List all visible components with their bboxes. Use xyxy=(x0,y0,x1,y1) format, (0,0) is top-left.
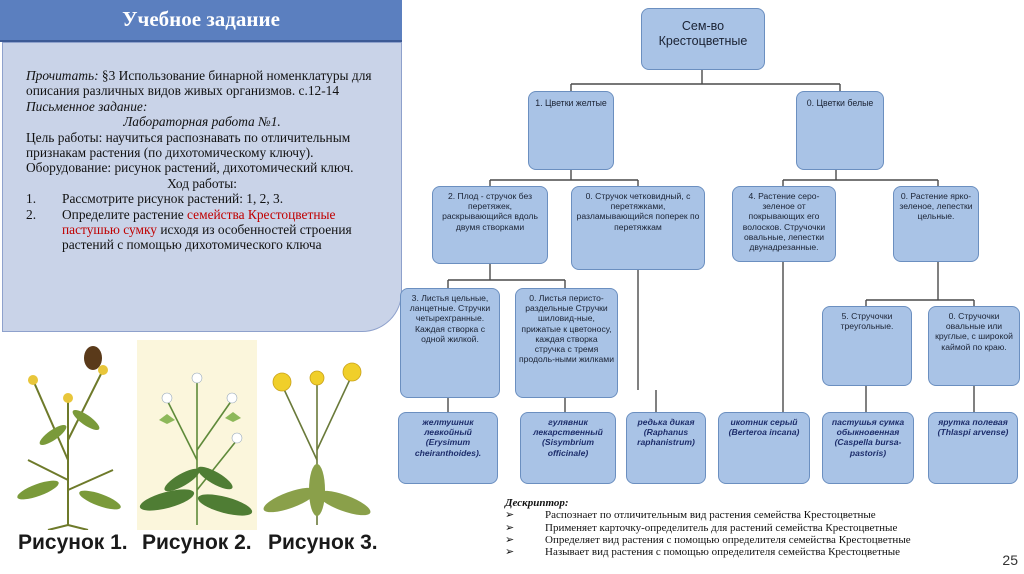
bullet-icon: ➢ xyxy=(505,509,515,522)
lab-title: Лабораторная работа №1. xyxy=(123,114,281,130)
step-number: 2. xyxy=(26,206,37,222)
key-node-yellow-flowers: 1. Цветки желтые xyxy=(528,91,614,170)
descriptor-block: Дескриптор: ➢ Распознает по отличительным… xyxy=(505,497,995,558)
step-highlight: семейства Крестоцветные пастушью сумку xyxy=(62,206,336,238)
key-node: 0. Листья перисто-раздельные Стручки шил… xyxy=(515,288,618,398)
figure-3-caption: Рисунок 3. xyxy=(268,531,378,554)
key-node: 2. Плод - стручок без перетяжек, раскрыв… xyxy=(432,186,548,264)
slide-title-bar: Учебное задание xyxy=(0,0,402,42)
figure-2-caption: Рисунок 2. xyxy=(142,531,252,554)
descriptor-text: Определяет вид растения с помощью опреде… xyxy=(545,533,911,546)
step-text: Определите растение xyxy=(62,206,188,222)
read-label: Прочитать: xyxy=(26,68,99,83)
descriptor-item: ➢ Определяет вид растения с помощью опред… xyxy=(505,534,995,546)
task-text: Прочитать: §3 Использование бинарной ном… xyxy=(26,68,378,253)
key-node: 5. Стручочки треугольные. xyxy=(822,306,912,386)
step-text-end: исходя из особенностей строения растений… xyxy=(62,222,352,253)
species-card: икотник серый (Berteroa incana) xyxy=(718,412,810,484)
written-label: Письменное задание: xyxy=(26,98,148,114)
read-text: §3 Использование бинарной номенклатуры д… xyxy=(26,68,372,99)
species-card: гулявник лекарственный (Sisymbrium offic… xyxy=(520,412,616,484)
progress-title: Ход работы: xyxy=(167,175,237,191)
plant-3-image xyxy=(263,362,371,525)
step-number: 1. xyxy=(26,191,37,207)
equipment-text: Оборудование: рисунок растений, дихотоми… xyxy=(26,160,354,176)
key-root: Сем-во Крестоцветные xyxy=(641,8,765,70)
descriptor-item: ➢ Применяет карточку-определитель для рас… xyxy=(505,522,995,534)
key-node: 4. Растение серо-зеленое от покрывающих … xyxy=(732,186,836,262)
descriptor-text: Распознает по отличительным вид растения… xyxy=(545,509,876,522)
figure-1-caption: Рисунок 1. xyxy=(18,531,128,554)
descriptor-item: ➢ Распознает по отличительным вид растени… xyxy=(505,509,995,521)
plant-2-image xyxy=(139,372,253,525)
key-node: 0. Стручок четковидный, с перетяжками, р… xyxy=(571,186,705,270)
step-item: 2. Определите растение семейства Крестоц… xyxy=(26,207,378,253)
bullet-icon: ➢ xyxy=(505,521,515,534)
species-card: пастушья сумка обыкновенная (Caspella bu… xyxy=(822,412,914,484)
species-card: желтушник левкойный (Erysimum cheirantho… xyxy=(398,412,498,484)
step-item: 1. Рассмотрите рисунок растений: 1, 2, 3… xyxy=(26,191,378,206)
task-panel xyxy=(2,42,402,332)
slide-title: Учебное задание xyxy=(122,7,280,31)
species-card: ярутка полевая (Thlaspi arvense) xyxy=(928,412,1018,484)
key-node: 0. Стручочки овальные или круглые, с шир… xyxy=(928,306,1020,386)
descriptor-title: Дескриптор: xyxy=(505,497,569,509)
plant-1-image xyxy=(17,346,121,530)
bullet-icon: ➢ xyxy=(505,533,515,546)
bullet-icon: ➢ xyxy=(505,546,515,559)
key-node: 3. Листья цельные, ланцетные. Стручки че… xyxy=(400,288,500,398)
step-text: Рассмотрите рисунок растений: 1, 2, 3. xyxy=(62,191,284,207)
page-number: 25 xyxy=(1002,552,1018,568)
descriptor-text: Применяет карточку-определитель для раст… xyxy=(545,521,898,534)
descriptor-item: ➢ Называет вид растения с помощью определ… xyxy=(505,546,995,558)
goal-text: Цель работы: научиться распознавать по о… xyxy=(26,129,351,161)
species-card: редька дикая (Raphanus raphanistrum) xyxy=(626,412,706,484)
key-node-white-flowers: 0. Цветки белые xyxy=(796,91,884,170)
key-node: 0. Растение ярко-зеленое, лепестки цельн… xyxy=(893,186,979,262)
descriptor-text: Называет вид растения с помощью определи… xyxy=(545,546,900,559)
